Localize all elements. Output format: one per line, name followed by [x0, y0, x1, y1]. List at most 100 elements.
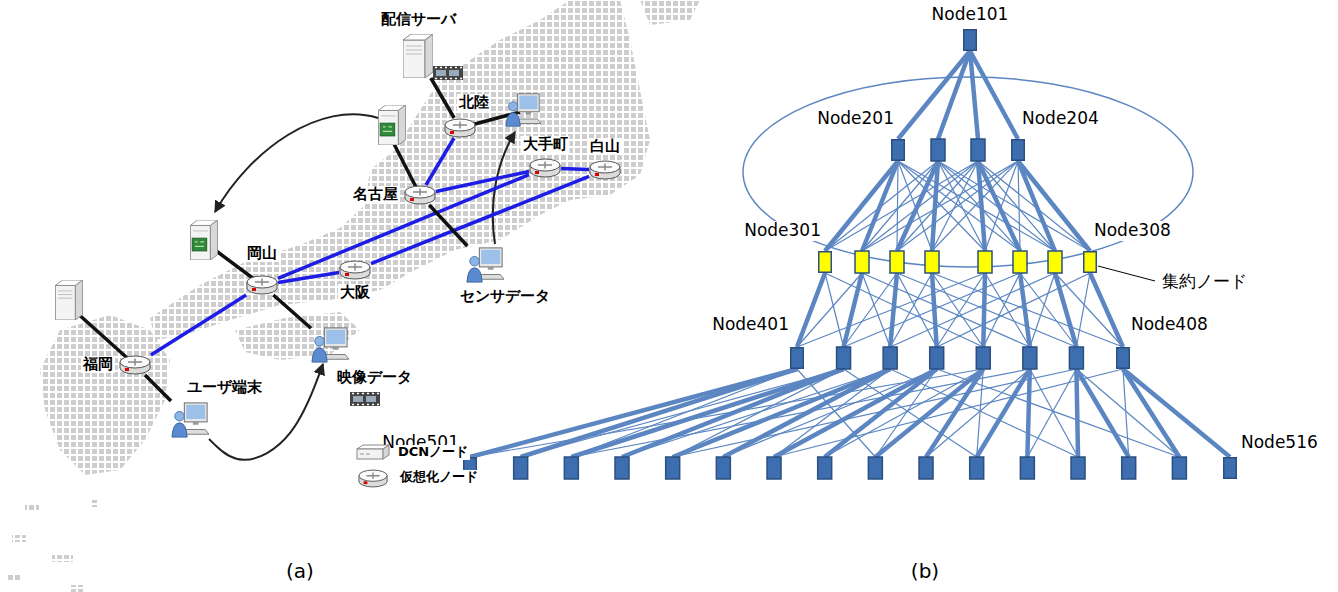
tree-link — [825, 161, 938, 251]
network-link — [426, 138, 454, 185]
tree-link — [470, 369, 983, 457]
dcn-server-icon — [55, 280, 82, 320]
tree-link — [1123, 369, 1179, 457]
router-node: 白山 — [589, 160, 621, 180]
tree-node-box — [919, 457, 933, 479]
node-label: Node401 — [710, 315, 791, 335]
router-node-icon — [247, 276, 277, 294]
tree-link — [862, 161, 978, 251]
tree-link — [897, 273, 1076, 347]
tree-link — [938, 51, 970, 139]
tree-node-box — [890, 251, 904, 273]
island-shape — [6, 500, 97, 592]
user-terminal-shape — [171, 401, 209, 439]
tree-link — [897, 161, 1018, 251]
tree-link — [970, 51, 1018, 139]
tree-node-box — [1069, 347, 1083, 369]
tree-link — [932, 273, 1123, 347]
connector-layer — [145, 51, 1230, 460]
delivery-server: 配信サーバ — [403, 34, 433, 78]
aggregation-node-box: Node301 — [818, 251, 832, 273]
sensor-terminal: センサデータ — [466, 246, 504, 284]
user-terminal: ユーザ端末 — [171, 401, 209, 439]
tree-link — [825, 161, 898, 251]
legend-icon — [357, 445, 389, 459]
router-node: 大手町 — [529, 158, 561, 178]
hokkaido-shape — [640, 0, 700, 25]
tree-node-box-outline — [1224, 458, 1237, 479]
tree-node-box — [970, 457, 984, 479]
tree-link — [932, 161, 1018, 251]
dcn-server-icon — [378, 105, 405, 145]
tree-node-box — [1122, 457, 1136, 479]
tree-link — [470, 369, 797, 457]
node-label: 岡山 — [245, 245, 279, 262]
tree-link — [1076, 273, 1090, 347]
tree-link — [1018, 161, 1090, 251]
tree-link — [890, 273, 932, 347]
node-label: Node201 — [815, 109, 896, 129]
tree-node-box-shape — [790, 347, 804, 369]
tree-link — [1055, 273, 1123, 347]
node-label: Node101 — [930, 5, 1011, 25]
tree-link — [897, 161, 898, 251]
aggregation-node-box-outline — [1084, 252, 1097, 273]
tree-node-box — [1172, 457, 1186, 479]
router-node-shape — [444, 118, 476, 138]
router-node-shape — [589, 160, 621, 180]
tree-node-box — [1048, 251, 1062, 273]
router-node-shape — [119, 355, 151, 375]
tree-link — [985, 161, 1018, 251]
network-link — [561, 167, 589, 171]
tree-link — [978, 161, 1055, 251]
node-label: 映像データ — [335, 369, 414, 386]
tree-link — [890, 273, 1055, 347]
tree-link — [844, 273, 1020, 347]
tree-link — [1090, 273, 1123, 347]
tree-node-box — [837, 347, 851, 369]
user-pc-icon — [506, 94, 541, 126]
tree-node-box — [767, 457, 781, 479]
tree-link — [1076, 369, 1078, 457]
router-node: 岡山 — [246, 275, 278, 295]
tree-link — [926, 369, 983, 457]
tree-node-box-outline — [892, 140, 905, 161]
legend-text: 仮想化ノード — [398, 470, 480, 485]
tree-node-box — [564, 457, 578, 479]
node-label: Node301 — [742, 221, 823, 241]
tree-link — [875, 369, 983, 457]
video-terminal-shape — [311, 326, 349, 364]
router-node: 名古屋 — [404, 185, 436, 205]
node-label: センサデータ — [458, 288, 552, 305]
legend-icon — [356, 444, 390, 464]
tree-link — [977, 369, 1030, 457]
tree-node-box: Node401 — [790, 347, 804, 369]
tree-node-box — [615, 457, 629, 479]
network-link — [151, 295, 246, 355]
tree-link — [673, 369, 844, 457]
panel-label: (b) — [909, 560, 941, 583]
access-line — [145, 375, 171, 401]
node-label: 福岡 — [81, 356, 115, 373]
router-node-shape — [529, 158, 561, 178]
tree-node-box: Node101 — [963, 29, 977, 51]
delivery-server-shape — [403, 34, 433, 78]
tree-node-box — [1013, 251, 1027, 273]
tree-node-box — [1023, 347, 1037, 369]
tree-link — [862, 273, 1030, 347]
sensor-terminal-icon — [467, 248, 504, 282]
access-line — [429, 205, 467, 246]
router-node-icon — [590, 161, 620, 179]
video-terminal-icon — [312, 328, 349, 362]
tree-link — [985, 273, 1030, 347]
tree-link — [1027, 369, 1029, 457]
node-label: 北陸 — [457, 94, 491, 111]
node-label: Node204 — [1020, 109, 1101, 129]
annotation: 集約ノード — [1160, 272, 1249, 292]
video-terminal: 映像データ — [311, 326, 349, 364]
node-label: Node408 — [1129, 315, 1210, 335]
tree-link — [898, 161, 985, 251]
router-node-icon — [120, 356, 150, 374]
